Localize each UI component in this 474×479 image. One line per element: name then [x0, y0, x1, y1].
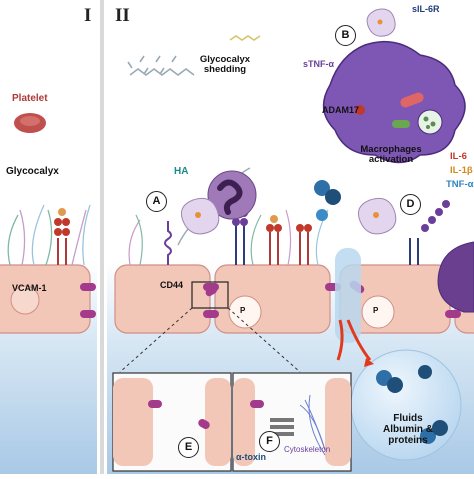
cd44-receptor: [164, 221, 172, 265]
inset-cells: [113, 378, 351, 466]
marker-f: F: [259, 431, 280, 452]
neutrophil: [207, 170, 257, 220]
marker-e: E: [178, 437, 199, 458]
monocyte-edge: [437, 241, 474, 313]
bubble-proteins: [376, 365, 448, 444]
platelet-label: Platelet: [12, 93, 48, 104]
fluids-label: Fluids Albumin & proteins: [383, 413, 433, 446]
cd44-label: CD44: [160, 280, 184, 290]
endothelium-left: [0, 264, 91, 334]
leak-channel: [335, 248, 361, 343]
marker-d: D: [400, 194, 421, 215]
macrophage: [322, 40, 466, 164]
macrophages-label: Macrophages activation: [360, 144, 422, 166]
panel-label-i: I: [84, 5, 92, 26]
glycocalyx-label: Glycocalyx: [6, 166, 59, 177]
marker-a: A: [146, 191, 167, 212]
cytoskeleton-label: Cytoskeleton: [284, 445, 331, 454]
sil6r-label: sIL-6R: [412, 4, 440, 14]
cytokines-blue: [314, 180, 341, 221]
il1b-label: IL-1β: [450, 165, 473, 176]
ha-label: HA: [174, 166, 189, 177]
glycocalyx-left: [7, 204, 91, 266]
shed-glycocalyx: [127, 35, 261, 76]
stnf-label: sTNF-α: [303, 59, 335, 69]
phospho-label-2: P: [373, 306, 379, 315]
vcam-label: VCAM-1: [12, 283, 47, 293]
il6-label: IL-6: [450, 151, 467, 162]
leak-arrows: [336, 319, 372, 361]
glycocalyx-shedding-label: Glycocalyx shedding: [199, 54, 251, 76]
zoom-lines: [119, 307, 301, 373]
glycocalyx-right: [128, 209, 329, 266]
panel-label-ii: II: [115, 5, 130, 26]
phospho-label-1: P: [240, 306, 246, 315]
alpha-toxin-label: α-toxin: [236, 452, 267, 462]
panel-divider-line: [100, 0, 104, 474]
marker-b: B: [335, 25, 356, 46]
tnf-label: TNF-α: [446, 179, 474, 190]
vcam-left: [54, 208, 70, 265]
cytoskeleton-strands: [299, 394, 326, 456]
adam17-label: ADAM17: [322, 105, 360, 115]
endothelium-right: [114, 264, 474, 334]
zoom-box: [191, 281, 229, 309]
